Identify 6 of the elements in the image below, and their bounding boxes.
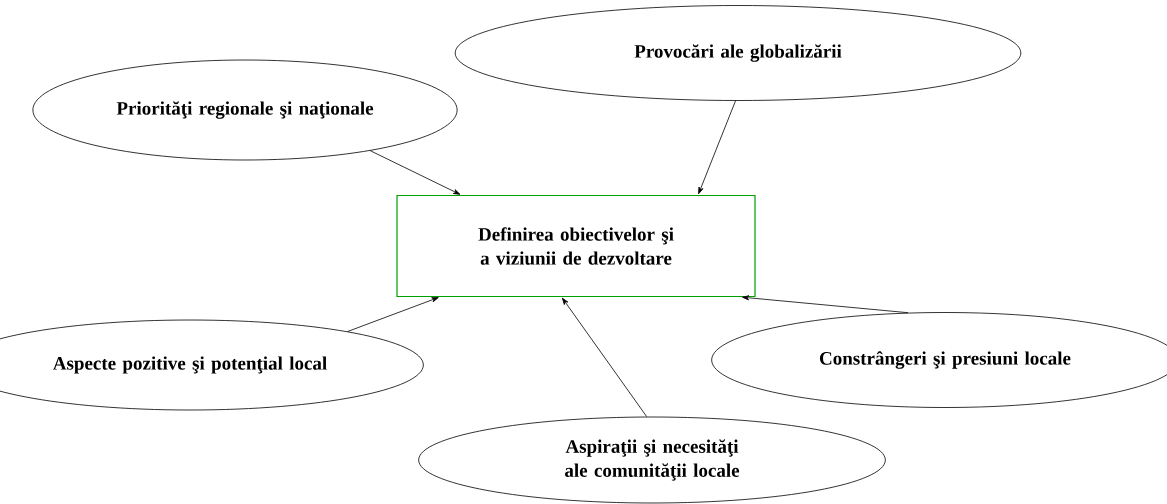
arrow [561, 297, 648, 417]
arrow [742, 295, 909, 314]
arrow [347, 297, 439, 332]
arrow [698, 100, 736, 195]
arrow [369, 150, 461, 195]
goal-box: Definirea obiectivelor şi a viziunii de dezvoltare [396, 194, 756, 298]
